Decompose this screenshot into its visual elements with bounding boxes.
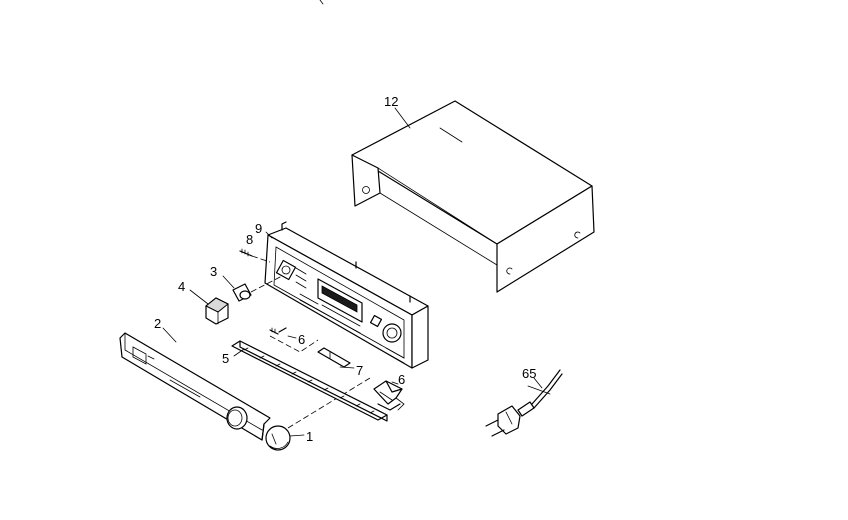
callout-1: 1 (306, 429, 313, 444)
callout-4: 4 (178, 279, 185, 294)
callout-3: 3 (210, 264, 217, 279)
callout-5: 5 (222, 351, 229, 366)
round-knob-part (265, 425, 291, 451)
knob-part-4 (205, 297, 229, 325)
knob-alignment-line (287, 377, 371, 429)
callout-12: 12 (384, 94, 398, 109)
leader-4 (189, 289, 209, 305)
leader-2 (162, 327, 177, 343)
leader-5 (233, 348, 245, 357)
callout-8: 8 (246, 232, 253, 247)
callout-6b: 6 (398, 372, 405, 387)
leader-6a (287, 335, 297, 339)
bracket-part-6b (373, 380, 405, 411)
front-chassis-part (264, 221, 429, 369)
callout-6a: 6 (298, 332, 305, 347)
leader-3 (222, 275, 235, 289)
switch-part-7 (317, 347, 351, 368)
top-edge-mark (319, 0, 324, 5)
callout-9: 9 (255, 221, 262, 236)
leader-65 (533, 377, 543, 389)
screw-part-8 (239, 248, 271, 263)
screw-part-6a (269, 327, 319, 353)
leader-6b (391, 381, 399, 385)
power-cord-part (485, 369, 563, 437)
callout-2: 2 (154, 316, 161, 331)
leader-12 (394, 107, 411, 129)
top-cover-part (351, 100, 595, 293)
leader-9 (265, 231, 273, 239)
leader-7 (339, 366, 355, 369)
leader-1 (289, 434, 305, 437)
callout-65: 65 (522, 366, 536, 381)
front-panel-part (119, 332, 271, 441)
button-strip-part (231, 340, 388, 422)
knob-part-3 (232, 275, 283, 302)
callout-7: 7 (356, 363, 363, 378)
